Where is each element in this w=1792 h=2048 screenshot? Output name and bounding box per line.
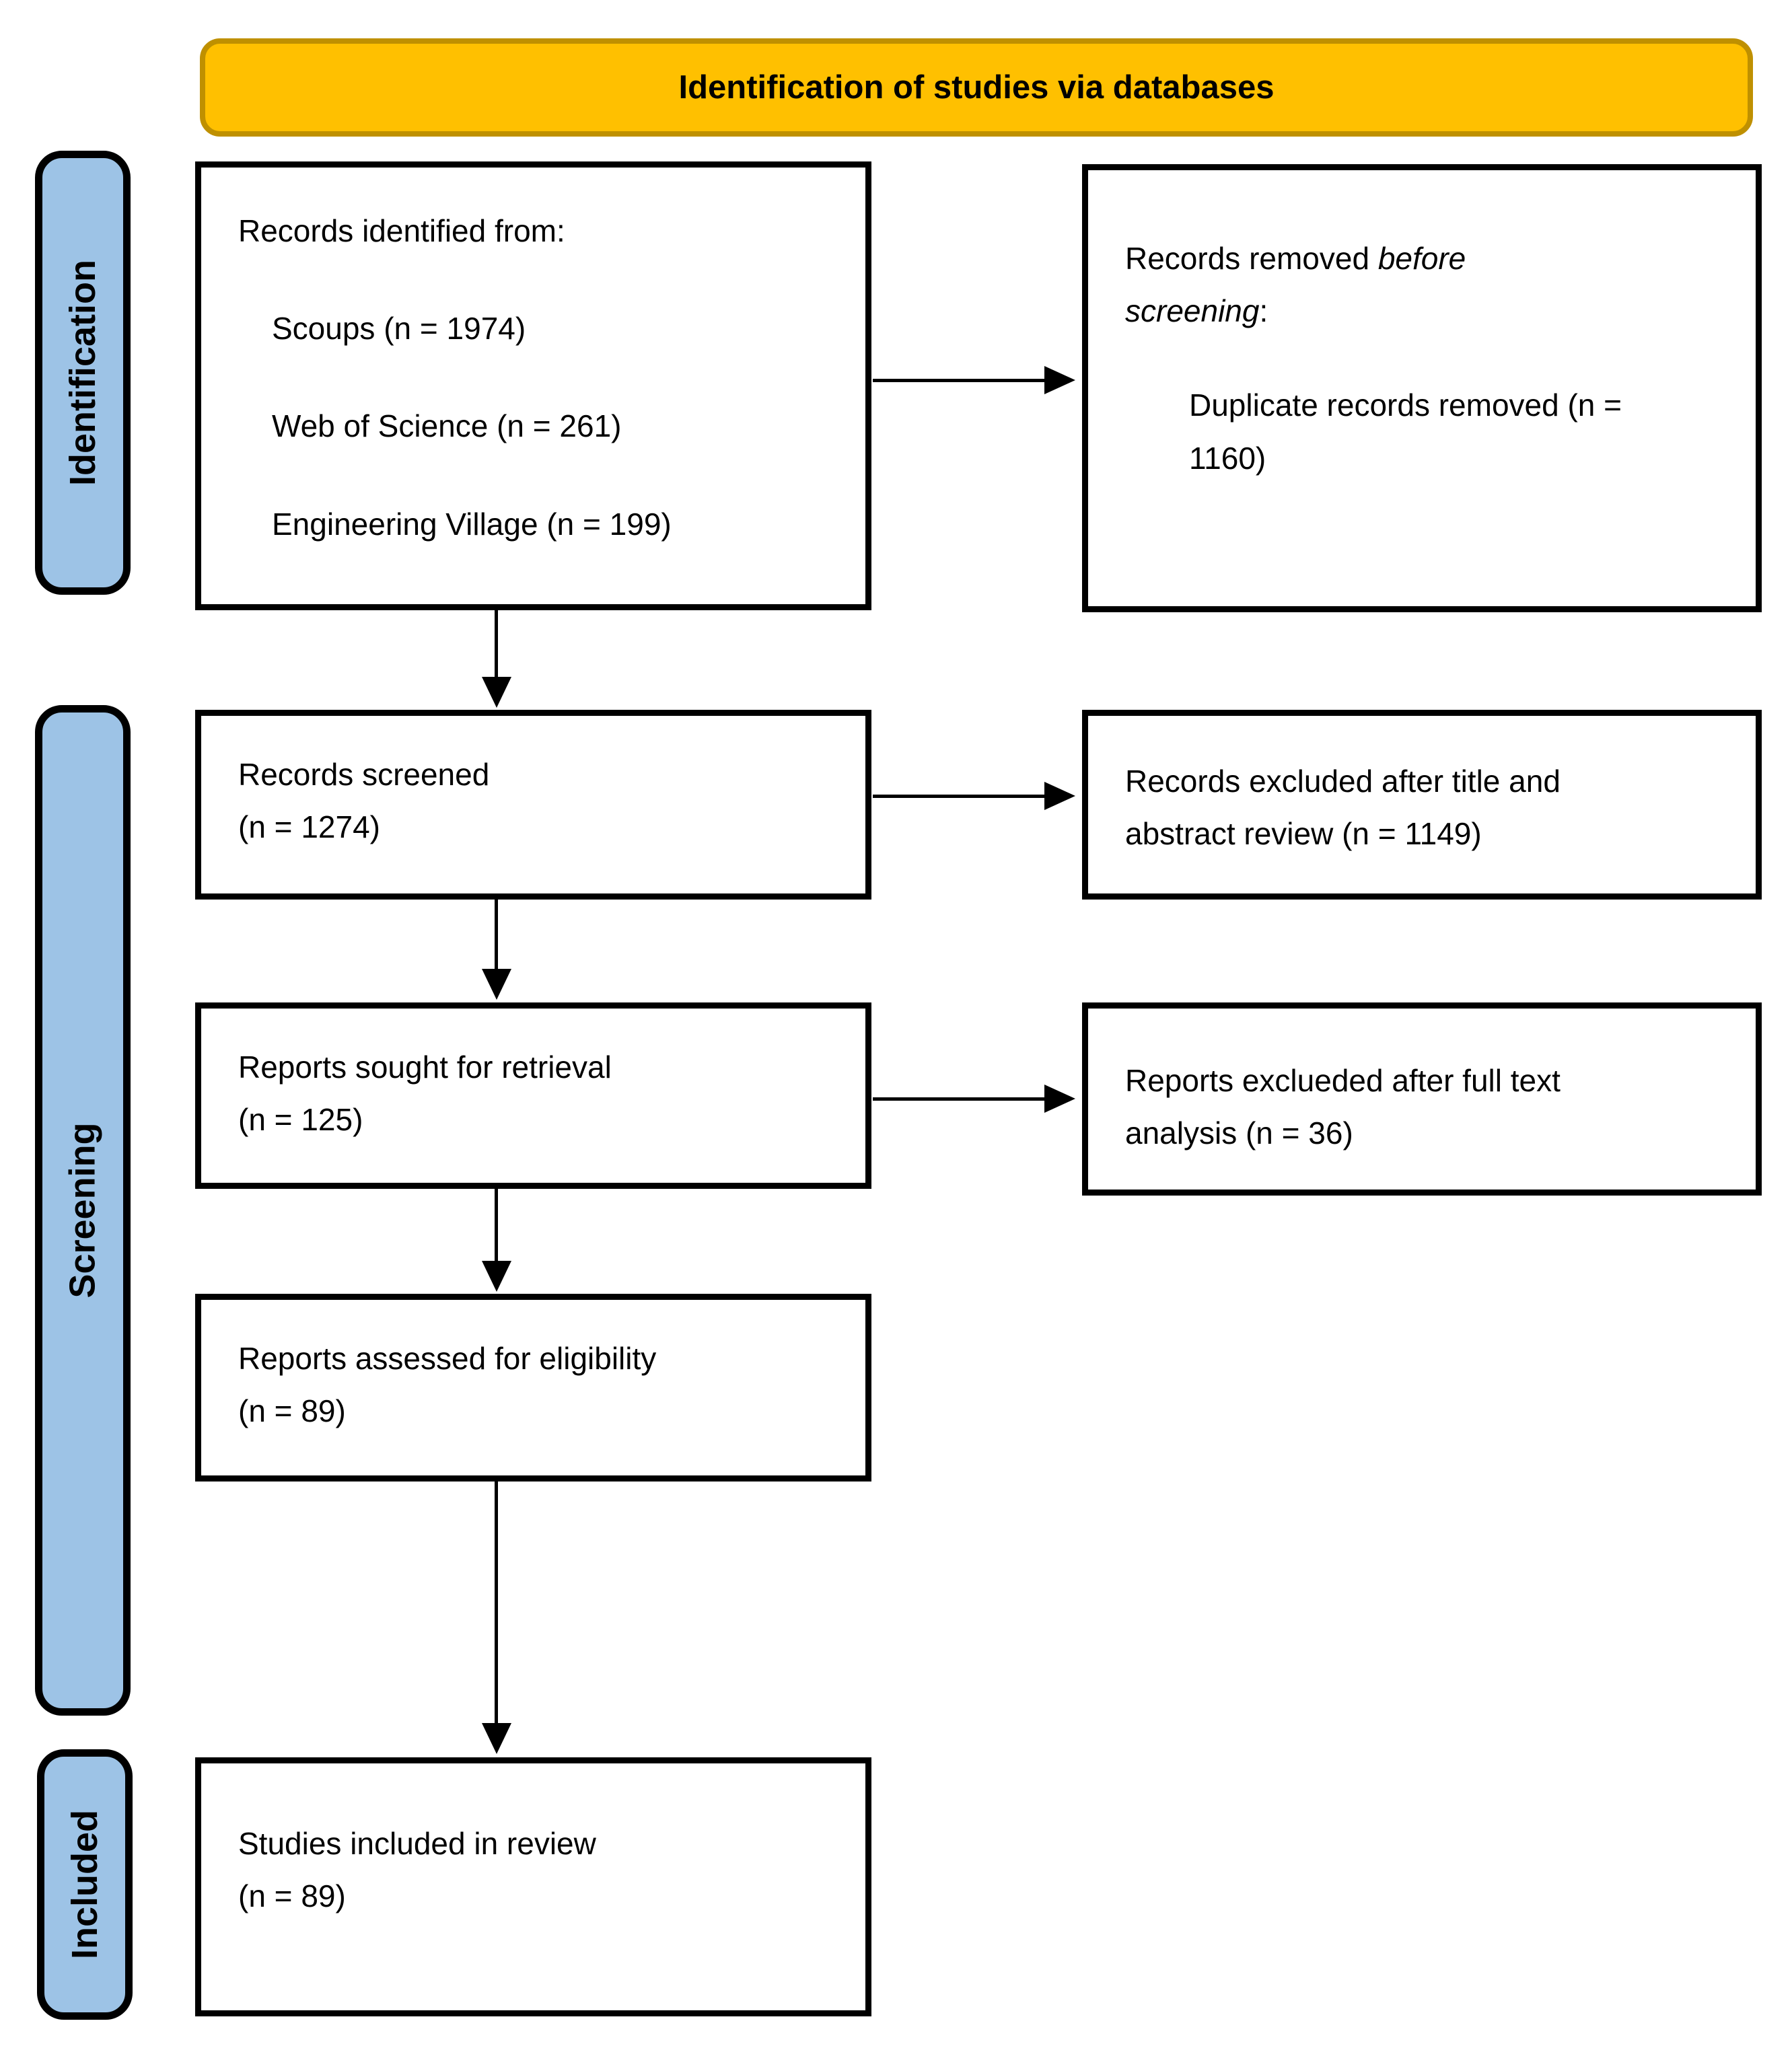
arrowhead-right-icon xyxy=(1044,782,1075,810)
records-removed-prefix: Records removed xyxy=(1125,241,1378,276)
stage-label-screening: Screening xyxy=(63,1122,103,1299)
box-records-removed: Records removed before screening: Duplic… xyxy=(1082,164,1762,612)
arrow-line xyxy=(495,1482,498,1725)
records-screened-label: Records screened xyxy=(238,757,490,792)
box-reports-assessed: Reports assessed for eligibility (n = 89… xyxy=(195,1294,871,1482)
banner-title: Identification of studies via databases xyxy=(678,69,1275,106)
box-records-identified: Records identified from: Scoups (n = 197… xyxy=(195,161,871,610)
stage-tab-identification: Identification xyxy=(35,151,131,595)
stage-tab-included: Included xyxy=(37,1749,133,2020)
box-records-screened: Records screened (n = 1274) xyxy=(195,710,871,900)
box-records-excluded-title-abstract: Records excluded after title and abstrac… xyxy=(1082,710,1762,900)
records-identified-heading: Records identified from: xyxy=(238,213,565,248)
reports-assessed-count: (n = 89) xyxy=(238,1393,346,1429)
arrow-line xyxy=(873,1097,1046,1101)
arrowhead-right-icon xyxy=(1044,366,1075,394)
reports-assessed-label: Reports assessed for eligibility xyxy=(238,1341,657,1376)
records-removed-italic: before screening xyxy=(1125,241,1466,329)
duplicates-removed: Duplicate records removed (n = 1160) xyxy=(1189,388,1622,476)
box-reports-sought: Reports sought for retrieval (n = 125) xyxy=(195,1002,871,1189)
arrowhead-down-icon xyxy=(482,1723,511,1754)
arrowhead-down-icon xyxy=(482,1261,511,1292)
stage-label-included: Included xyxy=(65,1809,106,1960)
reports-sought-label: Reports sought for retrieval xyxy=(238,1050,612,1085)
stage-tab-screening: Screening xyxy=(35,705,131,1716)
records-removed-suffix: : xyxy=(1259,293,1268,329)
stage-label-identification: Identification xyxy=(63,260,103,486)
source-web-of-science: Web of Science (n = 261) xyxy=(272,408,622,444)
arrow-line xyxy=(495,609,498,679)
reports-sought-count: (n = 125) xyxy=(238,1102,363,1138)
source-scopus: Scoups (n = 1974) xyxy=(272,311,526,346)
arrowhead-down-icon xyxy=(482,969,511,1000)
studies-included-count: (n = 89) xyxy=(238,1878,346,1914)
reports-excluded-text: Reports exclueded after full text analys… xyxy=(1125,1063,1561,1151)
banner: Identification of studies via databases xyxy=(200,38,1753,137)
records-removed-heading: Records removed before screening: xyxy=(1125,232,1542,337)
records-excluded-text: Records excluded after title and abstrac… xyxy=(1125,764,1561,852)
arrow-line xyxy=(873,379,1046,382)
source-engineering-village: Engineering Village (n = 199) xyxy=(272,506,672,542)
arrow-line xyxy=(495,900,498,971)
studies-included-label: Studies included in review xyxy=(238,1826,596,1861)
arrow-line xyxy=(495,1189,498,1263)
box-reports-excluded-fulltext: Reports exclueded after full text analys… xyxy=(1082,1002,1762,1196)
arrowhead-right-icon xyxy=(1044,1085,1075,1113)
records-screened-count: (n = 1274) xyxy=(238,809,380,845)
arrowhead-down-icon xyxy=(482,677,511,708)
box-studies-included: Studies included in review (n = 89) xyxy=(195,1757,871,2016)
arrow-line xyxy=(873,795,1046,798)
